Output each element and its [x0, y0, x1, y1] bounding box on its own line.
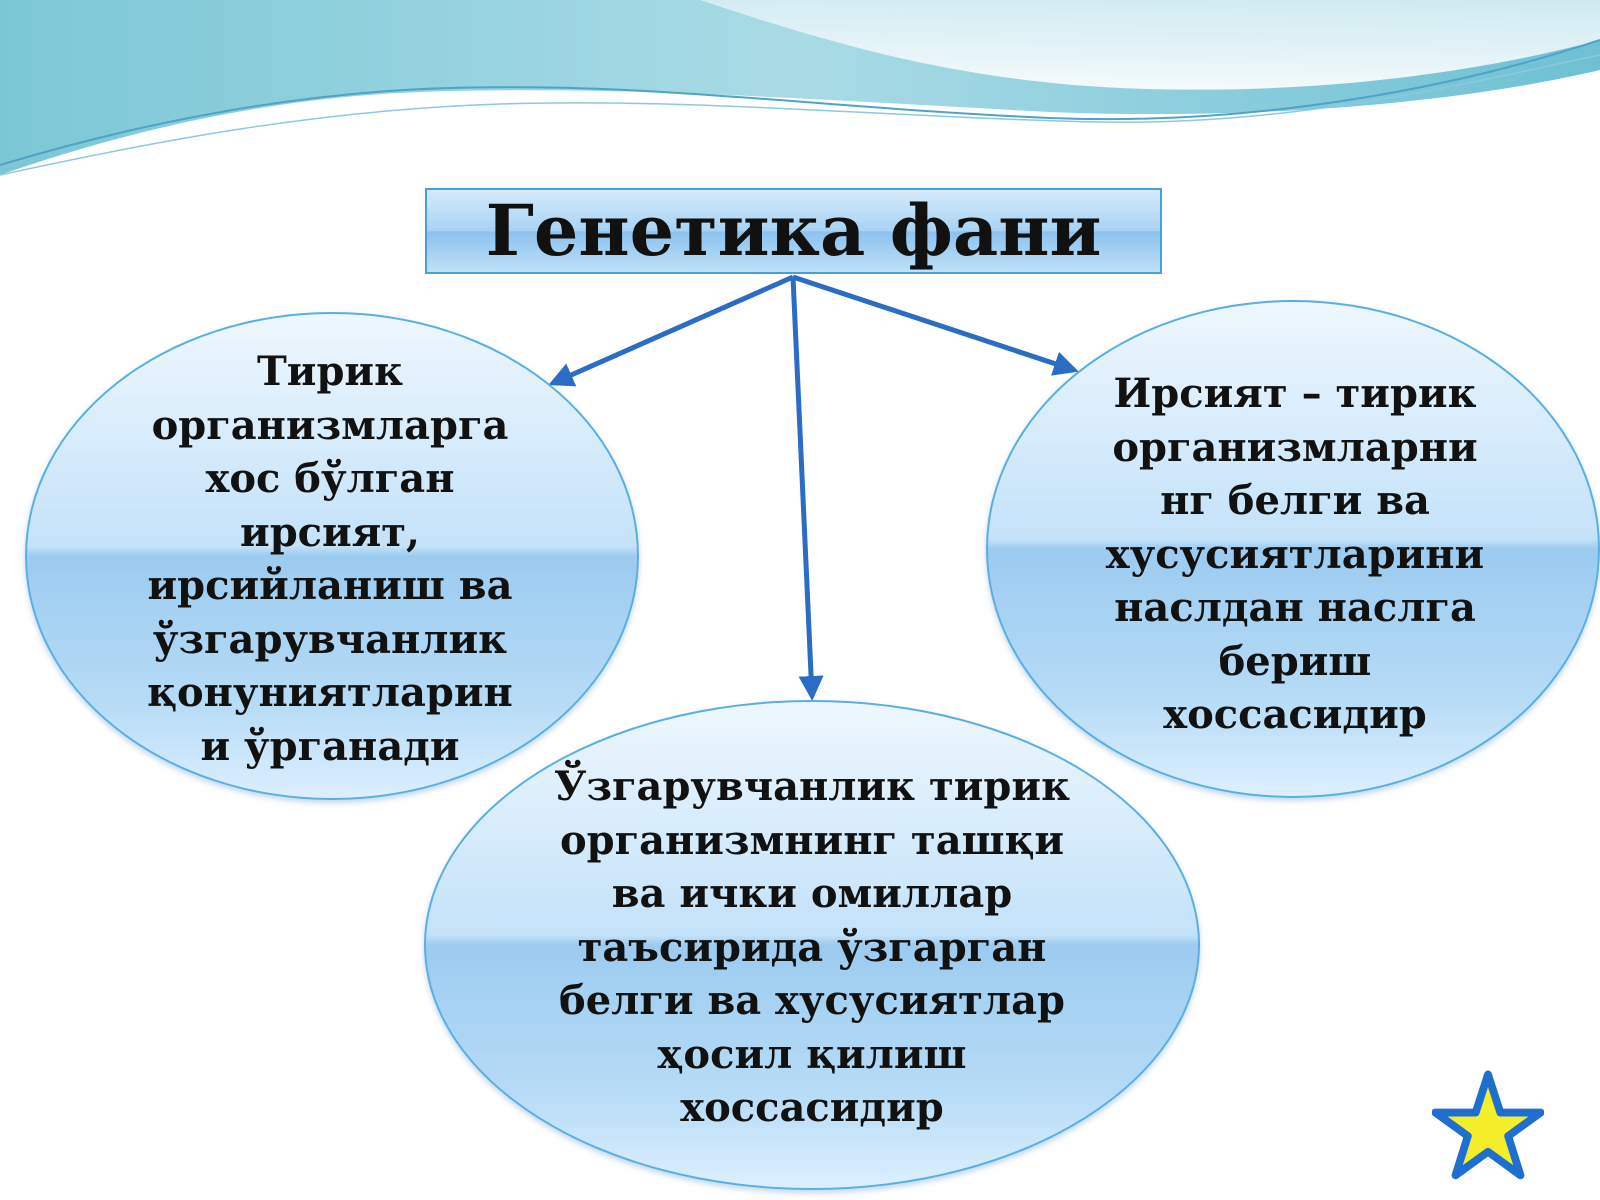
- node-text-right: Ирсият – тирик организмларни нг белги ва…: [1105, 370, 1485, 738]
- arrow-to-left: [548, 274, 795, 387]
- title-box: Генетика фани: [425, 188, 1162, 274]
- wave-line: [0, 39, 1600, 166]
- star-icon[interactable]: [1432, 1070, 1544, 1182]
- node-oval-bottom: [424, 700, 1200, 1190]
- node-text-left: Тирик организмларга хос бўлган ирсият, и…: [147, 348, 513, 770]
- wave-line-2: [0, 54, 1600, 176]
- diagram-title: Генетика фани: [485, 189, 1102, 272]
- arrow-to-bottom: [790, 276, 824, 701]
- node-text-bottom: Ўзгарувчанлик тирик организмнинг ташқи в…: [554, 763, 1070, 1131]
- node-oval-right: [986, 300, 1600, 798]
- node-oval-left: [25, 312, 639, 800]
- wave-highlight: [700, 0, 1600, 90]
- arrow-to-right: [792, 274, 1079, 376]
